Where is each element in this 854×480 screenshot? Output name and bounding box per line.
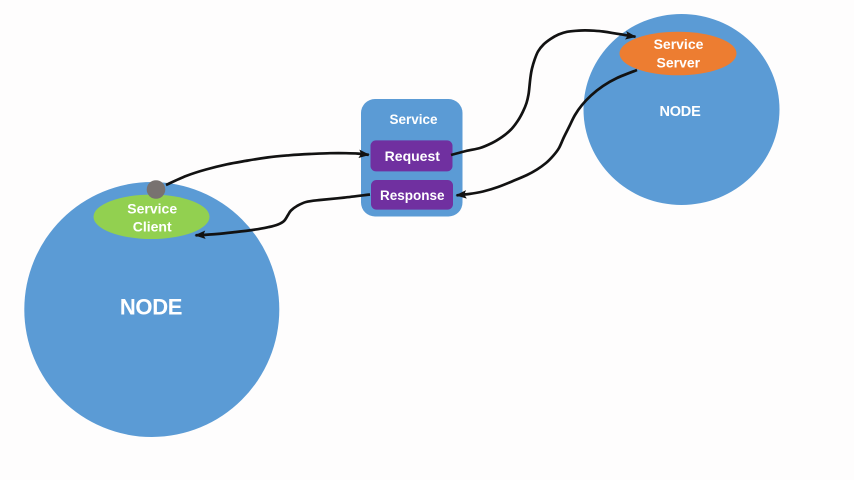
svg-text:Service: Service [389, 112, 438, 127]
svg-text:Server: Server [657, 55, 701, 71]
svg-text:Request: Request [385, 148, 441, 164]
svg-text:Response: Response [380, 188, 445, 203]
svg-text:NODE: NODE [659, 104, 701, 120]
svg-text:Service: Service [127, 201, 177, 217]
svg-text:NODE: NODE [120, 295, 182, 320]
svg-text:Service: Service [654, 36, 704, 52]
svg-text:Client: Client [133, 219, 172, 235]
